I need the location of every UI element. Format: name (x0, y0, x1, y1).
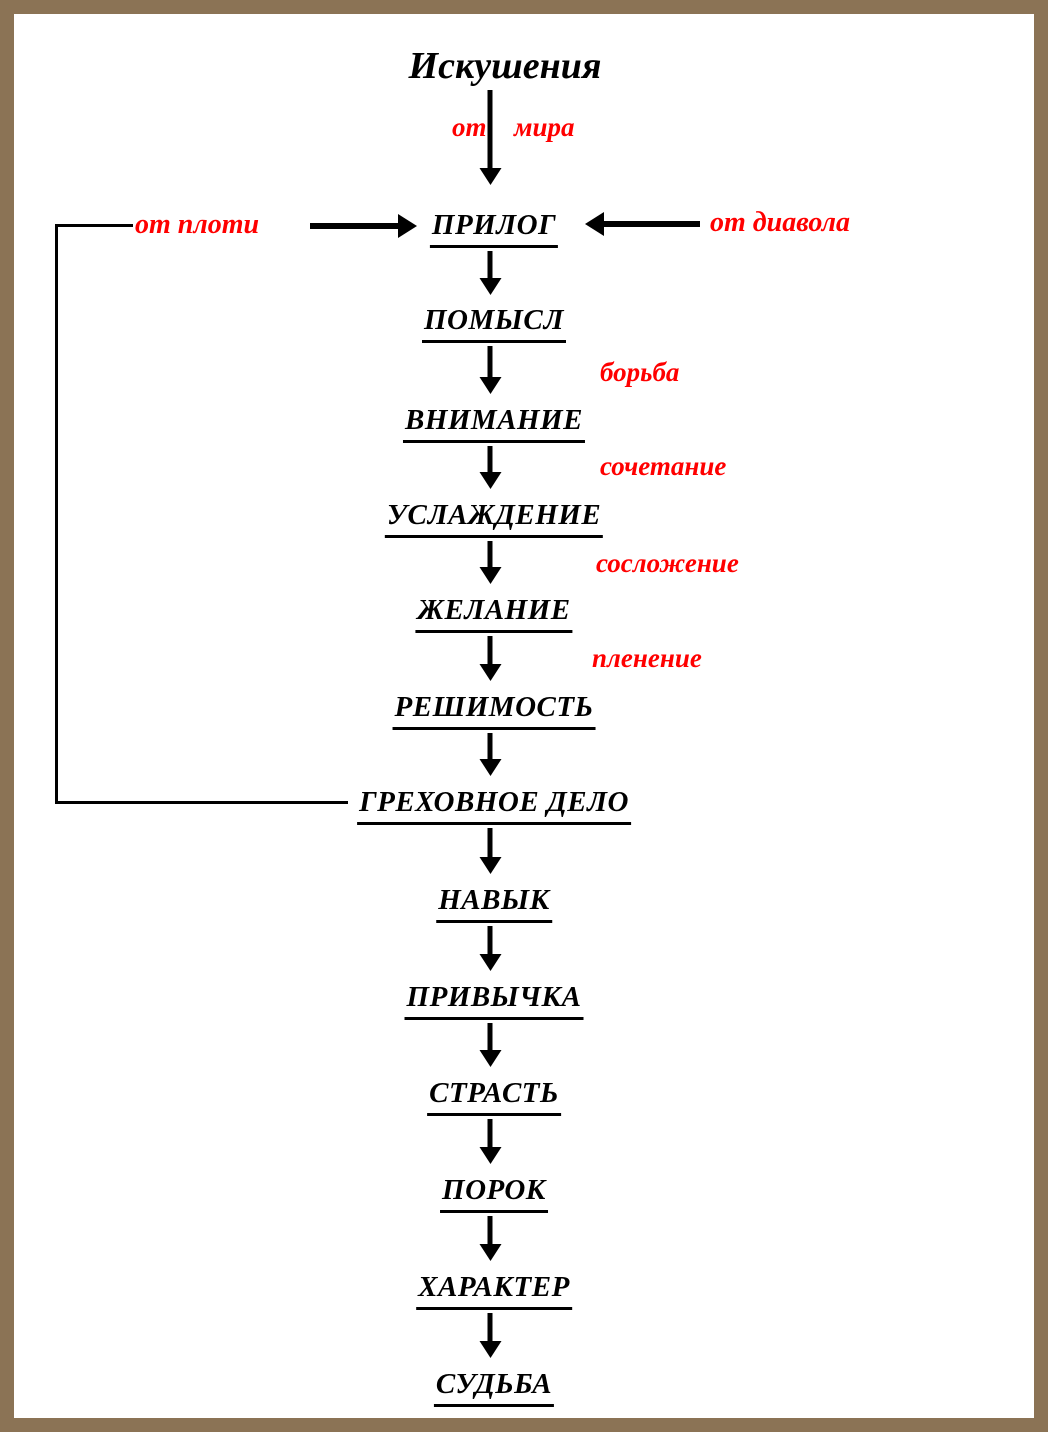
arrow-right-icon (310, 223, 398, 229)
node-strast: СТРАСТЬ (427, 1073, 561, 1116)
node-uslazhdenie: УСЛАЖДЕНИЕ (384, 495, 604, 538)
arrow-down-icon (487, 926, 493, 954)
feedback-loop-line-top (55, 224, 133, 227)
arrow-down-icon (487, 636, 493, 664)
node-kharakter: ХАРАКТЕР (416, 1267, 572, 1310)
feedback-loop-line-vertical (55, 224, 58, 804)
arrow-down-icon (487, 90, 493, 168)
node-zhelanie: ЖЕЛАНИЕ (415, 590, 573, 633)
node-prilog: ПРИЛОГ (429, 205, 559, 248)
node-reshimost: РЕШИМОСТЬ (392, 687, 596, 730)
transition-label-sochetanie: сочетание (600, 451, 727, 481)
transition-label-plenenie: пленение (592, 643, 702, 673)
arrow-down-icon (487, 1216, 493, 1244)
arrow-down-icon (487, 1313, 493, 1341)
feedback-loop-line-bottom (55, 801, 348, 804)
node-grekhovnoe-delo: ГРЕХОВНОЕ ДЕЛО (357, 782, 631, 825)
arrow-down-icon (487, 1119, 493, 1147)
source-label-flesh: от плоти (135, 209, 260, 240)
node-porok: ПОРОК (440, 1170, 548, 1213)
arrow-down-icon (487, 1023, 493, 1050)
arrow-left-icon (604, 221, 700, 227)
diagram-title: Искушения (408, 45, 602, 87)
arrow-down-icon (487, 346, 493, 377)
node-vnimanie: ВНИМАНИЕ (402, 400, 586, 443)
arrow-down-icon (487, 251, 493, 278)
node-privychka: ПРИВЫЧКА (404, 977, 584, 1020)
node-pomysl: ПОМЫСЛ (422, 300, 566, 343)
transition-label-soslozhenie: сосложение (596, 548, 739, 578)
source-label-world-part1: от (452, 112, 487, 142)
arrow-down-icon (487, 446, 493, 472)
arrow-down-icon (487, 733, 493, 759)
arrow-down-icon (487, 828, 493, 857)
transition-label-borba: борьба (600, 357, 680, 387)
node-navyk: НАВЫК (436, 880, 552, 923)
source-label-devil: от диавола (710, 207, 851, 238)
node-sudba: СУДЬБА (433, 1364, 555, 1407)
arrow-down-icon (487, 541, 493, 567)
source-label-world-part2: мира (514, 112, 575, 142)
